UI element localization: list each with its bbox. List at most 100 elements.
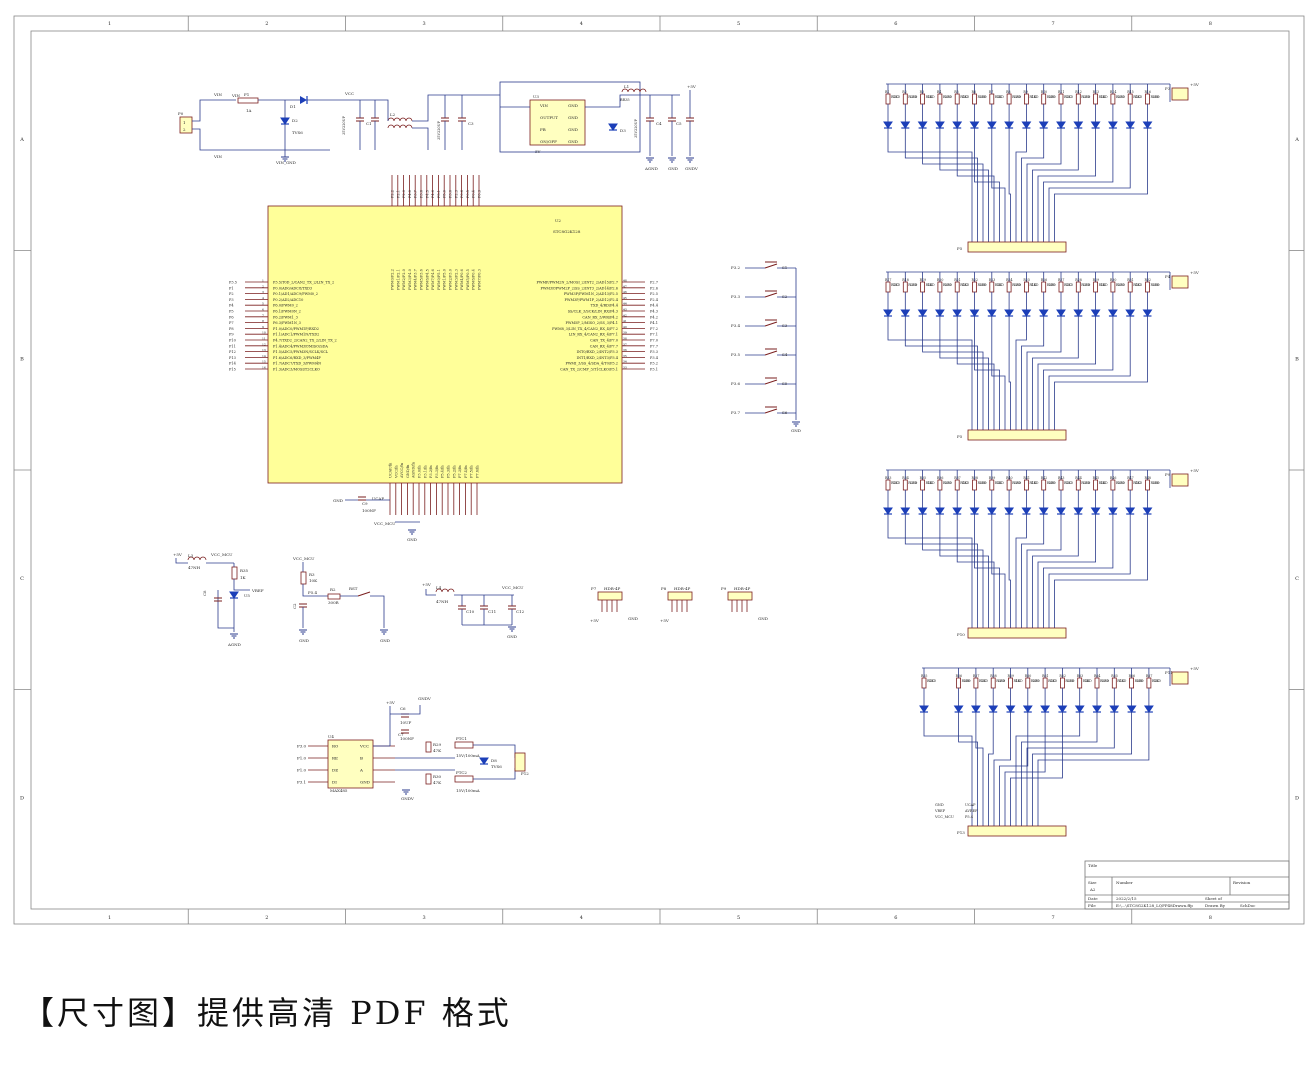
led-resistor-ref: R37 bbox=[954, 476, 960, 480]
led-resistor-val: R330 bbox=[962, 679, 970, 683]
mcu-pin-num: 15 bbox=[262, 360, 266, 364]
led-label: LED bbox=[893, 481, 900, 485]
ptc-1 bbox=[454, 741, 474, 749]
led-trace bbox=[1015, 718, 1081, 826]
led-trace bbox=[1008, 520, 1011, 628]
regulator-pin: VIN bbox=[539, 103, 548, 108]
led-resistor-ref: R45 bbox=[1093, 476, 1099, 480]
border-row-label: C bbox=[20, 576, 24, 582]
bank4-net: AVREF bbox=[964, 809, 978, 813]
led-diode bbox=[1107, 507, 1118, 515]
inductor-ref: L2 bbox=[390, 112, 396, 117]
led-label: LED bbox=[910, 283, 917, 287]
led-resistor-val: R1K bbox=[927, 679, 934, 683]
mcu-pin-num: 46 bbox=[623, 290, 627, 294]
led-label: LED bbox=[997, 95, 1004, 99]
mcu-part: STC8G2K128 bbox=[553, 229, 581, 234]
led-resistor bbox=[1006, 93, 1012, 105]
led-label: LED bbox=[1066, 283, 1073, 287]
led-diode bbox=[1125, 507, 1136, 515]
border-col-label: 5 bbox=[737, 915, 740, 921]
led-resistor bbox=[920, 281, 925, 293]
led-label: LED bbox=[1050, 679, 1057, 683]
led-label: LED bbox=[1031, 283, 1038, 287]
led-resistor-val: R330 bbox=[1012, 95, 1020, 99]
cap-ref: C2 bbox=[292, 603, 297, 609]
led-diode bbox=[969, 121, 980, 129]
led-resistor-val: R1K bbox=[995, 481, 1002, 485]
net-5v: +5V bbox=[422, 582, 431, 587]
led-connector-p10 bbox=[967, 627, 1067, 639]
led-diode bbox=[1038, 309, 1049, 317]
led-trace bbox=[1021, 134, 1045, 242]
led-label: LED bbox=[1135, 481, 1142, 485]
led-trace bbox=[1037, 322, 1096, 430]
led-resistor bbox=[1127, 281, 1133, 293]
mcu-ref: U2 bbox=[555, 218, 561, 223]
mcu-pin-right: INT1/RXD_2/INT3/P3.4 bbox=[577, 356, 619, 360]
led-label: LED bbox=[1154, 679, 1161, 683]
led-resistor bbox=[1093, 93, 1098, 105]
led-label: LED bbox=[980, 95, 987, 99]
size-label: Size bbox=[1088, 880, 1097, 885]
led-trace bbox=[974, 520, 1000, 628]
led-diode bbox=[1073, 507, 1084, 515]
led-resistor-val: R330 bbox=[908, 95, 916, 99]
led-trace bbox=[922, 520, 984, 628]
mcu-pin-num: 14 bbox=[262, 354, 266, 358]
led-label: LED bbox=[1153, 95, 1160, 99]
led-resistor-val: R330 bbox=[1047, 95, 1055, 99]
led-resistor bbox=[1058, 281, 1064, 293]
power-connector-p0 bbox=[179, 116, 193, 134]
led-trace bbox=[993, 718, 1011, 826]
border-col-label: 7 bbox=[1052, 21, 1055, 27]
led-resistor-val: R1K bbox=[1064, 481, 1071, 485]
led-trace bbox=[1026, 718, 1115, 826]
led-resistor-ref: R43 bbox=[1058, 476, 1064, 480]
mcu-pin-top-fn: PWM5/P3.6 bbox=[420, 269, 424, 290]
led-resistor-val: R1K bbox=[926, 283, 933, 287]
inductor-value: 47NH bbox=[188, 565, 201, 570]
mcu-pin-top: P4.5 bbox=[425, 190, 429, 198]
net-gnd: GND bbox=[791, 428, 801, 433]
wire bbox=[233, 579, 250, 591]
led-resistor bbox=[973, 677, 979, 689]
mcu-pin-num: 33 bbox=[623, 366, 627, 370]
wire bbox=[217, 590, 234, 629]
inductor-ref: L1 bbox=[624, 84, 629, 89]
led-label: LED bbox=[1014, 283, 1021, 287]
led-resistor-ref: R18 bbox=[902, 278, 908, 282]
led-resistor bbox=[972, 281, 977, 293]
mcu-pin-num: 16 bbox=[262, 366, 266, 370]
led-diode bbox=[1107, 121, 1118, 129]
switch-net: P3.5 bbox=[731, 352, 741, 357]
led-diode bbox=[1056, 507, 1066, 515]
led-resistor-val: R1K bbox=[1029, 95, 1036, 99]
led-trace bbox=[1054, 134, 1148, 242]
led-diode bbox=[952, 507, 963, 515]
rs485-pin-label: B bbox=[360, 756, 363, 761]
led-trace bbox=[1015, 520, 1027, 628]
led-power-header-ref: P4 bbox=[1165, 274, 1171, 279]
mcu-pin-net: P11 bbox=[229, 344, 236, 348]
led-resistor-ref: R20 bbox=[937, 278, 943, 282]
led-resistor-val: R330 bbox=[1047, 481, 1055, 485]
mcu-pin-right: CAN_RX_4/P7.7 bbox=[590, 344, 618, 348]
led-trace bbox=[956, 134, 995, 242]
led-resistor-val: R1K bbox=[960, 283, 967, 287]
mcu-pin-num: 10 bbox=[262, 331, 266, 335]
led-connector-ref: P5 bbox=[957, 246, 963, 251]
led-label: LED bbox=[980, 283, 987, 287]
led-resistor-ref: R32 bbox=[1145, 278, 1151, 282]
led-resistor-ref: R29 bbox=[1093, 278, 1099, 282]
led-diode bbox=[1021, 507, 1032, 515]
regulator-fb: 5V bbox=[535, 149, 541, 154]
border-col-label: 4 bbox=[580, 21, 583, 27]
led-diode bbox=[1142, 507, 1153, 515]
led-resistor-ref: R66 bbox=[1129, 674, 1135, 678]
led-resistor-ref: R3 bbox=[920, 90, 924, 94]
led-trace bbox=[1037, 718, 1150, 826]
mcu-pin-net: P8 bbox=[229, 327, 234, 331]
led-trace bbox=[1037, 520, 1096, 628]
wire bbox=[390, 705, 421, 715]
